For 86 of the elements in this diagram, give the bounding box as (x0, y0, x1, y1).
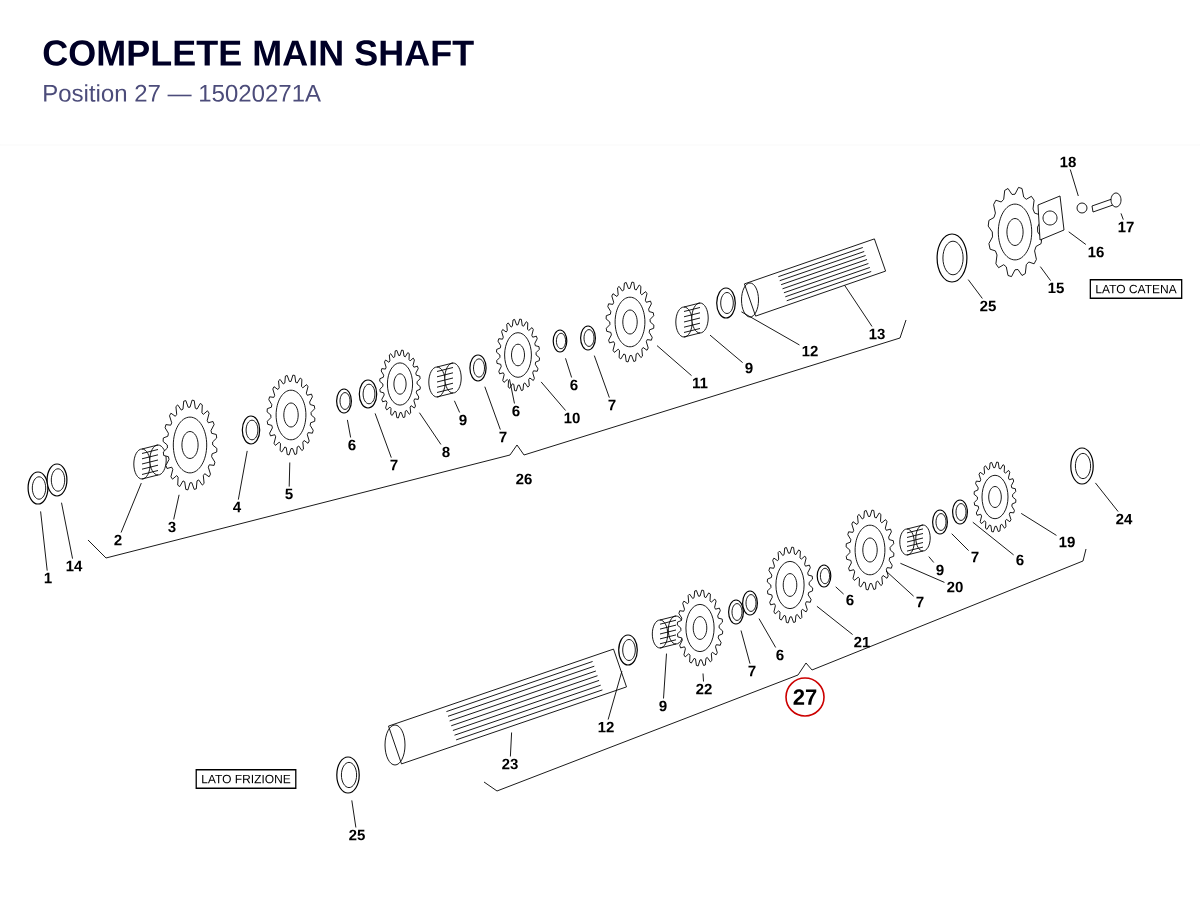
title: COMPLETE MAIN SHAFT (43, 40, 474, 66)
callout-number: 6 (570, 379, 578, 391)
leader-line (1120, 212, 1124, 221)
callout-number: 10 (564, 412, 580, 424)
leader-line (967, 279, 983, 299)
leader-line (740, 311, 800, 346)
leader-line (565, 357, 573, 378)
callout-number: 7 (608, 399, 616, 411)
callout-number: 7 (916, 596, 924, 608)
leader-line (758, 618, 777, 648)
callout-number: 12 (802, 345, 818, 357)
callout-number: 23 (502, 758, 518, 770)
leader-line (1039, 266, 1051, 281)
callout-number: 6 (348, 439, 356, 451)
leader-line (484, 386, 501, 431)
leader-line (509, 378, 515, 404)
callout-number: 3 (168, 521, 176, 533)
leader-line (844, 284, 873, 327)
leader-line (709, 334, 744, 364)
callout-number: 7 (390, 459, 398, 471)
callout-number: 9 (459, 414, 467, 426)
leader-line (237, 450, 248, 501)
leader-line (1069, 169, 1079, 197)
leader-line (40, 510, 48, 572)
callout-number: 18 (1060, 156, 1076, 168)
leader-line (509, 732, 513, 757)
callout-number: 20 (947, 581, 963, 593)
callout-number: 13 (869, 328, 885, 340)
callout-number: 5 (285, 488, 293, 500)
subtitle: Position 27 — 15020271A (44, 84, 321, 102)
leader-line (702, 673, 704, 682)
callout-number: 6 (846, 594, 854, 606)
leader-line (540, 381, 567, 411)
side-label-box: LATO CATENA (1089, 279, 1183, 299)
callout-number: 4 (233, 501, 242, 513)
leader-line (663, 653, 667, 699)
leader-line (120, 482, 142, 533)
callout-number: 7 (971, 551, 979, 563)
callout-number: 15 (1048, 282, 1064, 294)
callout-number: 6 (776, 649, 784, 661)
leader-line (885, 570, 915, 597)
callout-number: 17 (1118, 221, 1134, 233)
leader-line (899, 562, 945, 583)
callout-number: 16 (1088, 246, 1104, 258)
callout-number: 25 (980, 300, 996, 312)
leader-line (816, 605, 854, 635)
leader-line (1020, 512, 1057, 536)
callout-number: 7 (748, 665, 756, 677)
callout-number: 8 (442, 446, 450, 458)
callout-number: 7 (499, 431, 507, 443)
leader-line (928, 556, 935, 563)
callout-number: 9 (745, 362, 753, 374)
leader-line (346, 419, 352, 438)
leader-line (951, 533, 970, 552)
callout-number: 25 (349, 829, 365, 841)
callout-number: 6 (512, 405, 520, 417)
callout-number: 2 (114, 534, 122, 546)
callout-number: 9 (659, 700, 667, 712)
leader-line (835, 586, 845, 595)
leader-line (972, 521, 1015, 556)
callout-number: 21 (854, 636, 870, 648)
callout-number: 24 (1116, 513, 1133, 525)
callout-number: 19 (1059, 536, 1075, 548)
leader-line (173, 494, 180, 520)
callout-number: 6 (1016, 554, 1024, 566)
leader-line (418, 412, 442, 445)
callout-number: 9 (936, 564, 944, 576)
callout-number: 11 (693, 377, 708, 389)
callout-number: 14 (66, 560, 83, 572)
callout-number: 26 (516, 473, 532, 485)
leader-line (453, 400, 461, 413)
leader-line (61, 502, 73, 560)
callout-number: 1 (44, 572, 52, 584)
callout-number: 22 (696, 683, 712, 695)
leader-line (593, 355, 610, 399)
leader-line (1094, 482, 1119, 512)
leader-line (351, 799, 357, 828)
leader-line (374, 412, 392, 459)
leader-line (288, 462, 291, 487)
leader-line (607, 670, 623, 720)
leader-line (656, 345, 692, 377)
circled-number: 27 (785, 677, 825, 717)
callout-number: 12 (598, 721, 614, 733)
leader-line (740, 630, 751, 665)
side-label-box: LATO FRIZIONE (195, 769, 297, 789)
leader-line (1068, 231, 1087, 245)
